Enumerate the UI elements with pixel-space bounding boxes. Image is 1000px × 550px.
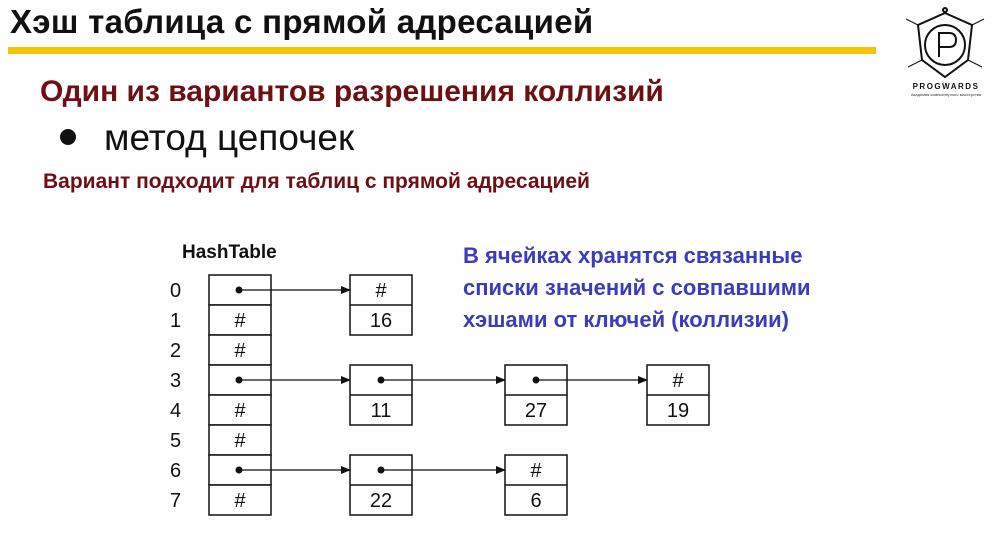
table-cell xyxy=(208,484,272,516)
bullet-item: метод цепочек xyxy=(60,117,354,159)
table-index: 1 xyxy=(170,310,181,332)
logo-subtext: Академия компьютерного мастерства xyxy=(910,92,982,97)
table-cell xyxy=(208,394,272,426)
logo-text: PROGWARDS xyxy=(912,82,980,91)
list-node-value: 22 xyxy=(370,490,392,512)
callout: В ячейках хранятся связанные списки знач… xyxy=(463,240,923,336)
list-node-value: 19 xyxy=(667,400,689,422)
list-node-value: 6 xyxy=(530,490,541,512)
table-index: 2 xyxy=(170,340,181,362)
table-cell xyxy=(208,304,272,336)
table-cell-text: # xyxy=(234,490,246,512)
note-text: Вариант подходит для таблиц с прямой адр… xyxy=(43,170,590,193)
slide-title: Хэш таблица с прямой адресацией xyxy=(10,3,594,40)
list-node-next-text: # xyxy=(375,280,387,302)
list-node-value: 27 xyxy=(525,400,547,422)
callout-line-1: В ячейках хранятся связанные xyxy=(463,243,803,268)
table-index: 0 xyxy=(170,280,181,302)
list-node-next-text: # xyxy=(672,370,684,392)
callout-line-2: списки значений с совпавшими xyxy=(463,275,811,300)
list-node-next-text: # xyxy=(530,460,542,482)
table-cell-text: # xyxy=(234,340,246,362)
progwards-logo xyxy=(905,7,985,79)
table-index: 4 xyxy=(170,400,181,422)
title-underline xyxy=(8,47,876,54)
list-node-value: 11 xyxy=(371,400,392,422)
hashtable-label: HashTable xyxy=(182,242,277,263)
table-index: 6 xyxy=(170,460,181,482)
bullet-text: метод цепочек xyxy=(104,117,355,158)
table-index: 5 xyxy=(170,430,181,452)
table-index: 3 xyxy=(170,370,181,392)
table-cell-text: # xyxy=(234,400,246,422)
table-cell xyxy=(208,334,272,366)
list-node-value: 16 xyxy=(370,310,392,332)
table-index: 7 xyxy=(170,490,181,512)
table-cell-text: # xyxy=(234,310,246,332)
table-cell-text: # xyxy=(234,430,246,452)
callout-line-3: хэшами от ключей (коллизии) xyxy=(463,307,789,332)
subtitle: Один из вариантов разрешения коллизий xyxy=(40,75,664,108)
bullet-dot xyxy=(60,129,76,146)
